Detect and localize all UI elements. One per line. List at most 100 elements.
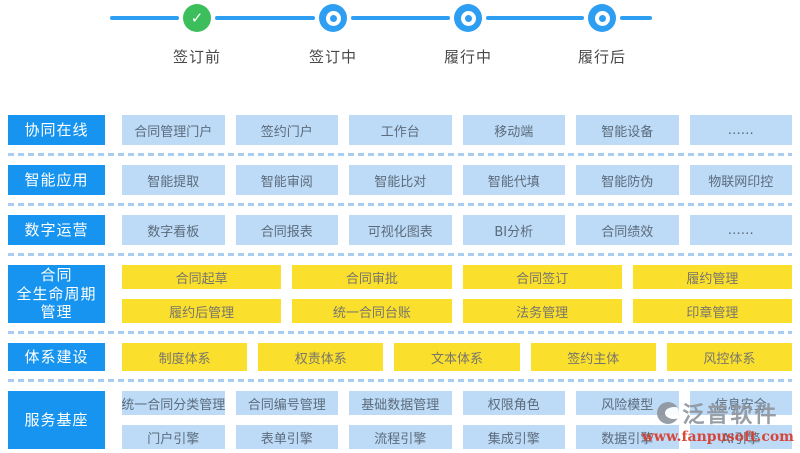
ring-icon [460, 10, 476, 26]
ring-core [329, 14, 337, 22]
feature-box: 数据引擎 [576, 425, 679, 449]
row-boxes: 数字看板合同报表可视化图表 BI分析合同绩效 …… [122, 215, 792, 245]
dashed-separator [8, 253, 792, 256]
sub-row: 履约后管理统一合同台账法务管理印章管理 [122, 299, 792, 323]
feature-box: 履约后管理 [122, 299, 282, 323]
feature-box: 合同编号管理 [235, 391, 338, 415]
feature-box: 签约门户 [235, 115, 338, 145]
row-label-line: 智能应用 [24, 170, 89, 189]
row-label-line: 协同在线 [24, 120, 89, 139]
row-collaboration-online: 协同在线 合同管理门户签约门户工作台移动端智能设备 …… [8, 115, 792, 145]
feature-box: 签约主体 [530, 343, 656, 371]
row-label-digital-operations: 数字运营 [8, 215, 105, 245]
row-boxes: 统一合同分类管理合同编号管理基础数据管理权限角色风险模型信息安全门户引擎表单引擎… [122, 391, 792, 449]
dashed-separator [8, 153, 792, 156]
stage-timeline: ✓签订前签订中履行中履行后 [0, 0, 800, 110]
feature-box: 基础数据管理 [349, 391, 452, 415]
row-label-intelligent-apps: 智能应用 [8, 165, 105, 195]
feature-box: 风控体系 [666, 343, 793, 371]
sub-row: 合同管理门户签约门户工作台移动端智能设备 …… [122, 115, 792, 145]
feature-box: 合同审批 [292, 265, 452, 289]
ring-core [598, 14, 606, 22]
feature-box: 合同报表 [235, 215, 338, 245]
feature-box: 集成引擎 [462, 425, 565, 449]
feature-box: 工作台 [349, 115, 452, 145]
feature-box: …… [689, 215, 792, 245]
dashed-separator [8, 331, 792, 334]
feature-box: 智能代填 [462, 165, 565, 195]
row-system-construction: 体系建设 制度体系权责体系文本体系签约主体风控体系 [8, 343, 793, 371]
feature-box: 风险模型 [576, 391, 679, 415]
row-label-line: 数字运营 [24, 220, 89, 239]
feature-box: 门户引擎 [122, 425, 225, 449]
stage-pending-dot-icon [319, 4, 347, 32]
check-icon: ✓ [190, 8, 204, 27]
row-boxes: 合同管理门户签约门户工作台移动端智能设备 …… [122, 115, 792, 145]
feature-box: 履约管理 [632, 265, 792, 289]
watermark: 泛普软件 www.fanpusoft.com [642, 397, 794, 445]
timeline-stage: 签订中 [291, 4, 375, 67]
feature-box: …… [689, 115, 792, 145]
feature-box: 印章管理 [632, 299, 792, 323]
feature-box: 数字看板 [122, 215, 225, 245]
sub-row: 合同起草合同审批合同签订履约管理 [122, 265, 792, 289]
sub-row: 统一合同分类管理合同编号管理基础数据管理权限角色风险模型信息安全 [122, 391, 792, 415]
fanpu-logo-icon [657, 402, 680, 424]
timeline-connector-line [486, 16, 584, 20]
feature-box: 合同管理门户 [122, 115, 225, 145]
stage-label: 履行后 [577, 48, 626, 66]
feature-box: 表单引擎 [235, 425, 338, 449]
watermark-brand: 泛普软件 [682, 402, 779, 428]
feature-box: 制度体系 [122, 343, 248, 371]
feature-box: 权限角色 [462, 391, 565, 415]
dashed-separator [8, 203, 792, 206]
capability-matrix: 协同在线合同管理门户签约门户工作台移动端智能设备……智能应用智能提取智能审阅智能… [8, 115, 793, 449]
feature-box: 移动端 [462, 115, 565, 145]
timeline-connector-line [351, 16, 450, 20]
feature-box: 统一合同台账 [292, 299, 452, 323]
dashed-separator [8, 379, 792, 382]
row-boxes: 合同起草合同审批合同签订履约管理履约后管理统一合同台账法务管理印章管理 [122, 265, 792, 323]
feature-box: 智能提取 [122, 165, 225, 195]
sub-row: 智能提取智能审阅智能比对智能代填智能防伪物联网印控 [122, 165, 792, 195]
timeline-connector-line [110, 16, 179, 20]
row-boxes: 制度体系权责体系文本体系签约主体风控体系 [122, 343, 793, 371]
feature-box: BI分析 [462, 215, 565, 245]
timeline-connector-line [215, 16, 315, 20]
row-label-system-construction: 体系建设 [8, 343, 105, 371]
ring-core [464, 14, 472, 22]
feature-box: 智能比对 [349, 165, 452, 195]
sub-row: 制度体系权责体系文本体系签约主体风控体系 [122, 343, 793, 371]
row-contract-lifecycle: 合同全生命周期管理合同起草合同审批合同签订履约管理履约后管理统一合同台账法务管理… [8, 265, 792, 323]
ring-icon [594, 10, 610, 26]
row-digital-operations: 数字运营 数字看板合同报表可视化图表 BI分析合同绩效 …… [8, 215, 792, 245]
feature-box: 智能审阅 [235, 165, 338, 195]
feature-box: 法务管理 [462, 299, 622, 323]
feature-box: 合同绩效 [576, 215, 679, 245]
timeline-stage: 履行后 [560, 4, 644, 67]
timeline-connector-line [620, 16, 652, 20]
sub-row: 门户引擎表单引擎流程引擎集成引擎数据引擎 AI引擎 [122, 425, 792, 449]
stage-pending-dot-icon [454, 4, 482, 32]
feature-box: 合同签订 [462, 265, 622, 289]
row-boxes: 智能提取智能审阅智能比对智能代填智能防伪物联网印控 [122, 165, 792, 195]
row-label-contract-lifecycle: 合同全生命周期管理 [8, 265, 105, 323]
row-label-line: 管理 [40, 303, 73, 322]
row-label-service-foundation: 服务基座 [8, 391, 105, 449]
feature-box: 统一合同分类管理 [122, 391, 225, 415]
feature-box: 信息安全 [689, 391, 792, 415]
sub-row: 数字看板合同报表可视化图表 BI分析合同绩效 …… [122, 215, 792, 245]
row-label-line: 体系建设 [24, 347, 89, 366]
feature-box: AI引擎 [689, 425, 792, 449]
feature-box: 流程引擎 [349, 425, 452, 449]
watermark-url: www.fanpusoft.com [641, 429, 794, 445]
feature-box: 智能设备 [576, 115, 679, 145]
stage-completed-check-icon: ✓ [183, 4, 211, 32]
row-intelligent-apps: 智能应用 智能提取智能审阅智能比对智能代填智能防伪物联网印控 [8, 165, 792, 195]
row-service-foundation: 服务基座统一合同分类管理合同编号管理基础数据管理权限角色风险模型信息安全门户引擎… [8, 391, 792, 449]
feature-box: 权责体系 [258, 343, 384, 371]
feature-box: 可视化图表 [349, 215, 452, 245]
feature-box: 合同起草 [122, 265, 282, 289]
row-label-line: 服务基座 [24, 410, 89, 429]
